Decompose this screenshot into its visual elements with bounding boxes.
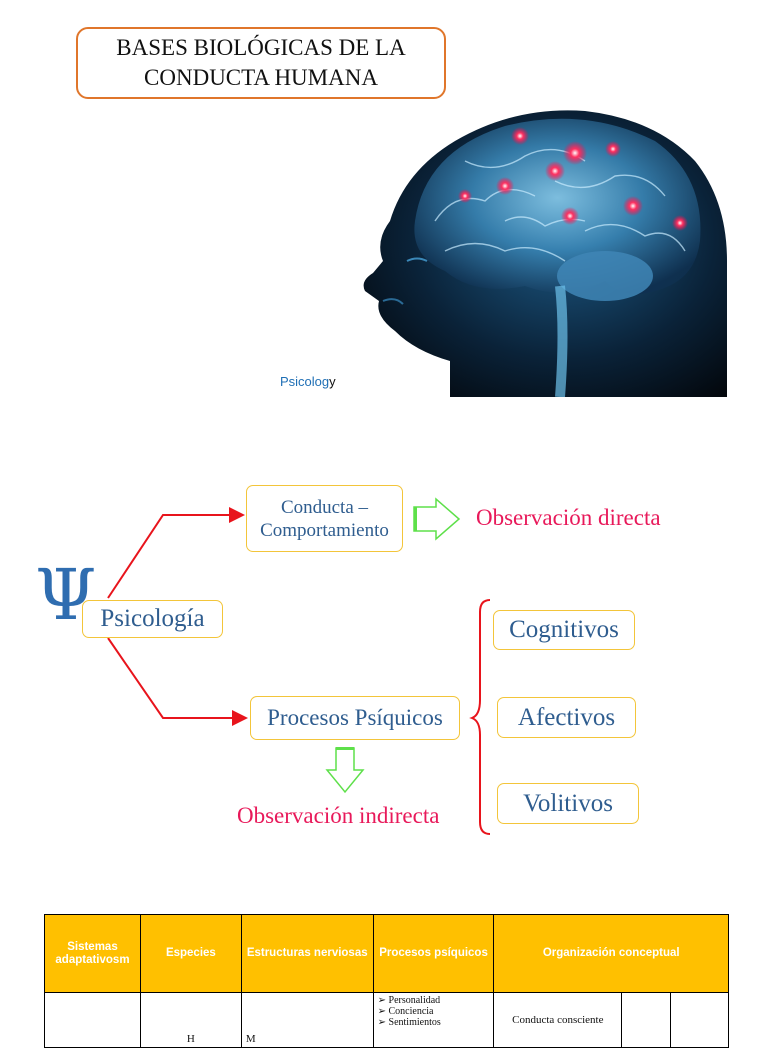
hollow-arrow-right <box>413 497 461 541</box>
image-caption: Psicology <box>280 374 336 389</box>
caption-main: Psicolog <box>280 374 330 389</box>
brain-head-image <box>355 101 727 397</box>
list-item: Sentimientos <box>378 1017 490 1028</box>
label-observacion-directa: Observación directa <box>476 505 661 530</box>
cell-organizacion: Conducta consciente <box>493 992 623 1048</box>
conducta-line-2: Comportamiento <box>260 519 389 541</box>
hollow-arrow-down <box>325 747 365 794</box>
curly-brace <box>469 599 491 835</box>
label-observacion-indirecta: Observación indirecta <box>237 803 440 828</box>
table-row: H M Personalidad Conciencia Sentimientos… <box>44 992 729 1048</box>
cell-empty-1 <box>621 992 672 1048</box>
header-procesos: Procesos psíquicos <box>372 914 495 993</box>
node-conducta: Conducta – Comportamiento <box>246 485 403 552</box>
list-item: Conciencia <box>378 1006 490 1017</box>
node-afectivos: Afectivos <box>497 697 636 738</box>
arrow-to-procesos <box>107 637 248 726</box>
node-volitivos: Volitivos <box>497 783 639 824</box>
header-sistemas: Sistemas adaptativosm <box>44 914 141 993</box>
header-especies: Especies <box>139 914 242 993</box>
node-procesos-psiquicos: Procesos Psíquicos <box>250 696 460 740</box>
node-psicologia: Psicología <box>82 600 223 638</box>
header-estructuras: Estructuras nerviosas <box>240 914 374 993</box>
adaptive-systems-table: Sistemas adaptativosm Especies Estructur… <box>44 914 729 1048</box>
cell-estructuras: M <box>240 992 374 1048</box>
cell-sistemas <box>44 992 141 1048</box>
list-item: Personalidad <box>378 995 490 1006</box>
procesos-list: Personalidad Conciencia Sentimientos <box>378 995 490 1028</box>
cell-procesos: Personalidad Conciencia Sentimientos <box>372 992 495 1048</box>
cell-empty-2 <box>670 992 729 1048</box>
conducta-line-1: Conducta – <box>280 496 369 518</box>
header-organizacion: Organización conceptual <box>493 914 729 993</box>
title-line-2: CONDUCTA HUMANA <box>144 65 378 90</box>
node-cognitivos: Cognitivos <box>493 610 635 650</box>
title-line-1: BASES BIOLÓGICAS DE LA <box>116 35 406 60</box>
cell-especie: H <box>139 992 242 1048</box>
title-box: BASES BIOLÓGICAS DE LA CONDUCTA HUMANA <box>76 27 446 99</box>
arrow-to-conducta <box>107 507 245 599</box>
table-header-row: Sistemas adaptativosm Especies Estructur… <box>44 914 729 993</box>
caption-last: y <box>329 374 336 389</box>
